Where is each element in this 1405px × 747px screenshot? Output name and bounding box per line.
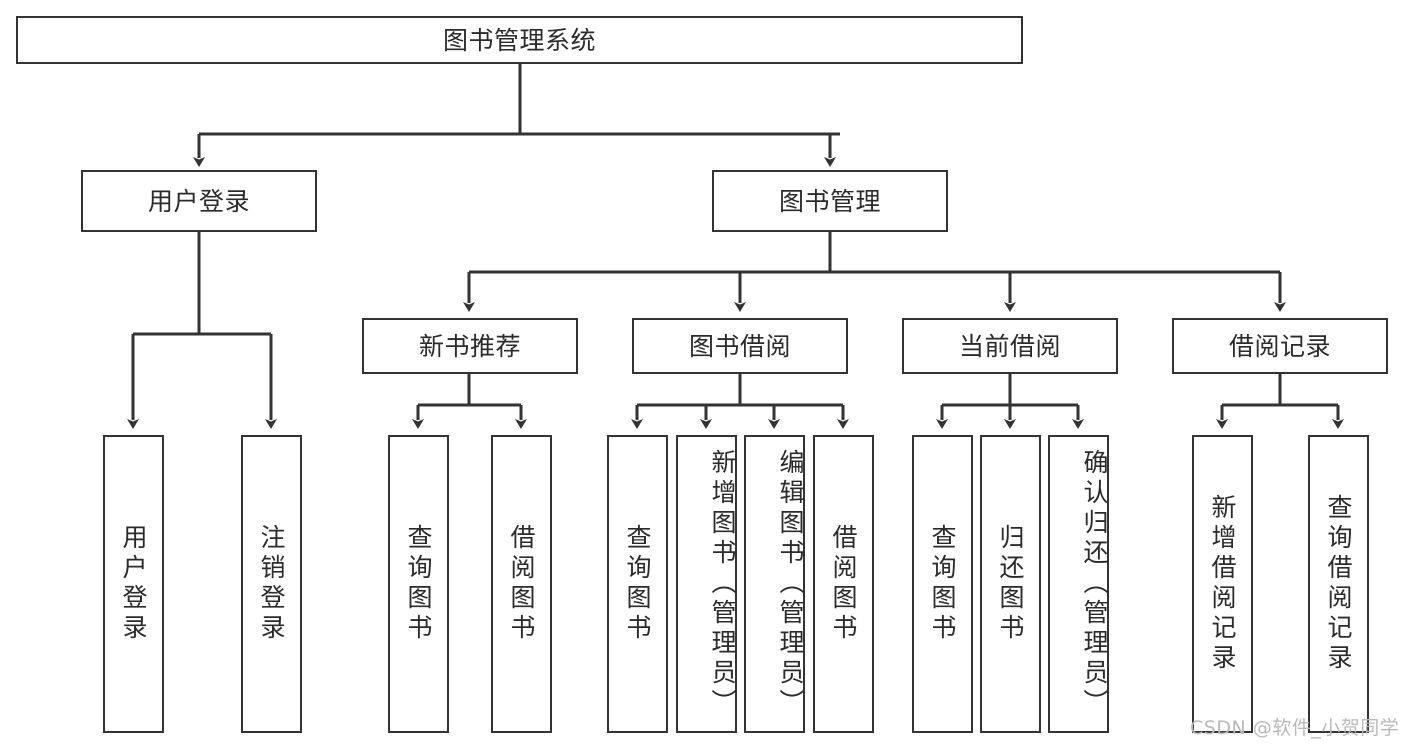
leaf-query-book-borrow[interactable]: 查询图书 [607,435,668,733]
node-label: 查询图书 [928,524,957,644]
leaf-logout[interactable]: 注销登录 [241,435,302,733]
node-label: 确认归还（管理员） [1080,449,1109,719]
node-label: 查询借阅记录 [1324,494,1353,674]
leaf-add-book-admin[interactable]: 新增图书（管理员） [676,435,737,733]
node-label: 当前借阅 [958,331,1061,361]
leaf-borrow-book[interactable]: 借阅图书 [813,435,874,733]
node-book-management[interactable]: 图书管理 [712,170,948,232]
node-label: 图书管理系统 [442,25,596,55]
node-book-management-system[interactable]: 图书管理系统 [16,16,1023,64]
node-label: 借阅图书 [507,524,536,644]
node-label: 图书借阅 [688,331,791,361]
node-label: 查询图书 [404,524,433,644]
leaf-query-book-recommend[interactable]: 查询图书 [388,435,449,733]
node-current-borrow[interactable]: 当前借阅 [902,318,1118,374]
leaf-add-borrow-record[interactable]: 新增借阅记录 [1192,435,1253,733]
node-label: 归还图书 [996,524,1025,644]
leaf-confirm-return-admin[interactable]: 确认归还（管理员） [1048,435,1109,733]
node-label: 新书推荐 [418,331,521,361]
node-user-login[interactable]: 用户登录 [81,170,317,232]
node-label: 用户登录 [119,524,148,644]
csdn-watermark: CSDN @软件_小贺同学 [1190,717,1400,739]
node-label: 查询图书 [623,524,652,644]
node-label: 借阅图书 [829,524,858,644]
node-label: 注销登录 [257,524,286,644]
leaf-user-login[interactable]: 用户登录 [103,435,164,733]
node-label: 借阅记录 [1228,331,1331,361]
node-label: 新增图书（管理员） [708,449,737,719]
node-borrow-record[interactable]: 借阅记录 [1172,318,1388,374]
leaf-return-book[interactable]: 归还图书 [980,435,1041,733]
node-label: 编辑图书（管理员） [776,449,805,719]
leaf-edit-book-admin[interactable]: 编辑图书（管理员） [744,435,805,733]
leaf-query-borrow-record[interactable]: 查询借阅记录 [1308,435,1369,733]
node-label: 新增借阅记录 [1208,494,1237,674]
node-book-borrow[interactable]: 图书借阅 [632,318,848,374]
leaf-borrow-book-recommend[interactable]: 借阅图书 [491,435,552,733]
leaf-query-book-current[interactable]: 查询图书 [912,435,973,733]
node-label: 用户登录 [147,186,250,216]
node-new-book-recommend[interactable]: 新书推荐 [362,318,578,374]
node-label: 图书管理 [778,186,881,216]
